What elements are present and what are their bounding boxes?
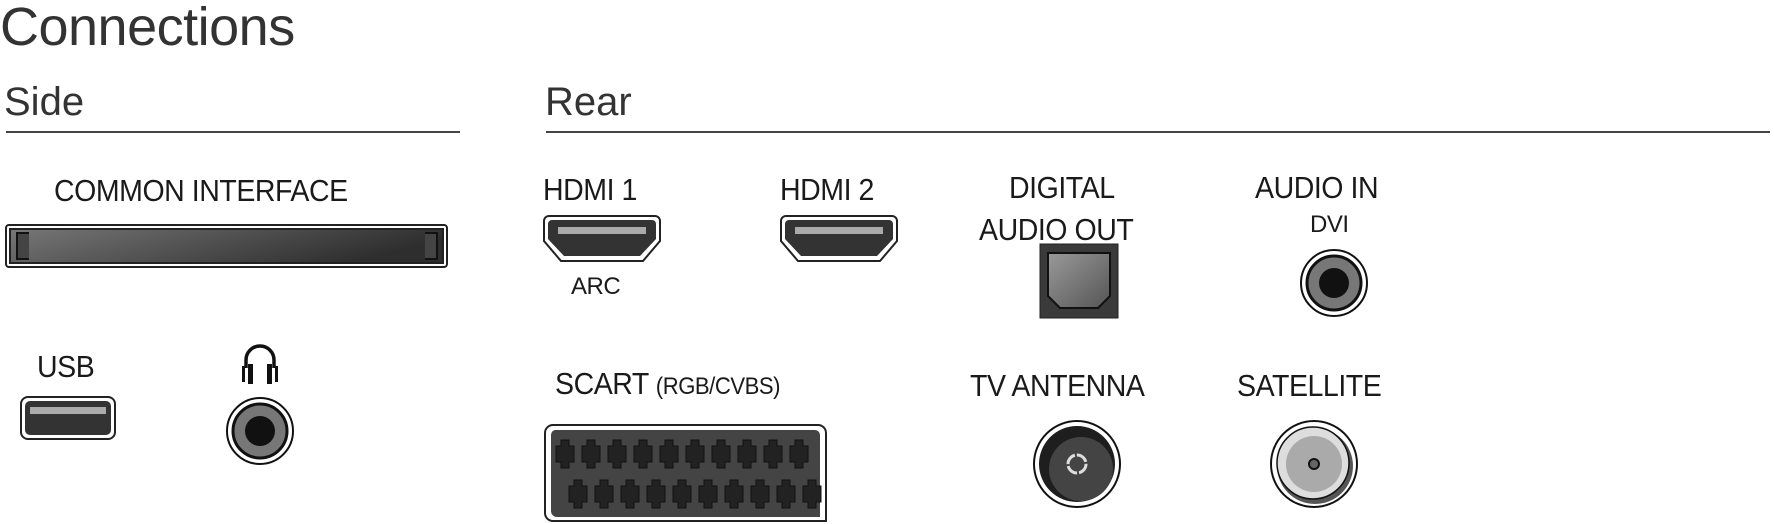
audio-in-label: AUDIO IN (1255, 170, 1379, 205)
audio-jack-icon (226, 397, 294, 465)
scart-pin (672, 479, 692, 509)
scart-pin (776, 479, 796, 509)
scart-label-main: SCART (555, 366, 649, 401)
scart-pin (750, 479, 770, 509)
scart-pin (737, 439, 757, 469)
scart-pin (607, 439, 627, 469)
scart-pin (620, 479, 640, 509)
arc-label: ARC (571, 273, 621, 300)
scart-port-icon (544, 424, 827, 522)
satellite-label: SATELLITE (1237, 368, 1382, 403)
scart-pin (724, 479, 744, 509)
hdmi-port-icon (780, 215, 898, 262)
scart-label: SCART (RGB/CVBS) (555, 366, 780, 402)
rear-heading: Rear (545, 80, 632, 124)
page-title: Connections (0, 0, 295, 57)
side-divider (6, 131, 460, 133)
scart-pin (698, 479, 718, 509)
audio-jack-icon (1300, 249, 1368, 317)
scart-pin (711, 439, 731, 469)
scart-pin (685, 439, 705, 469)
side-heading: Side (4, 80, 85, 124)
scart-pin (659, 439, 679, 469)
rear-divider (546, 131, 1770, 133)
scart-pin (633, 439, 653, 469)
hdmi-port-icon (543, 215, 661, 262)
dvi-label: DVI (1310, 211, 1349, 238)
digital-audio-out-label-line2: AUDIO OUT (979, 212, 1134, 247)
tv-antenna-label: TV ANTENNA (970, 368, 1145, 403)
scart-pin (789, 439, 809, 469)
optical-port-icon (1039, 243, 1119, 319)
satellite-port-icon (1270, 420, 1358, 508)
usb-label: USB (37, 349, 95, 384)
ci-slot-icon (5, 224, 448, 268)
scart-pin (555, 439, 575, 469)
hdmi1-label: HDMI 1 (543, 172, 637, 207)
scart-pin (568, 479, 588, 509)
antenna-port-icon (1033, 420, 1121, 508)
hdmi2-label: HDMI 2 (780, 172, 874, 207)
scart-pin (646, 479, 666, 509)
common-interface-label: COMMON INTERFACE (54, 173, 348, 208)
scart-pin (802, 479, 822, 509)
usb-port-icon (20, 396, 116, 440)
scart-pin (581, 439, 601, 469)
scart-pin (763, 439, 783, 469)
digital-audio-out-label-line1: DIGITAL (1009, 170, 1115, 205)
scart-pin (594, 479, 614, 509)
scart-label-sub: (RGB/CVBS) (655, 373, 781, 400)
headphone-icon (242, 344, 278, 384)
